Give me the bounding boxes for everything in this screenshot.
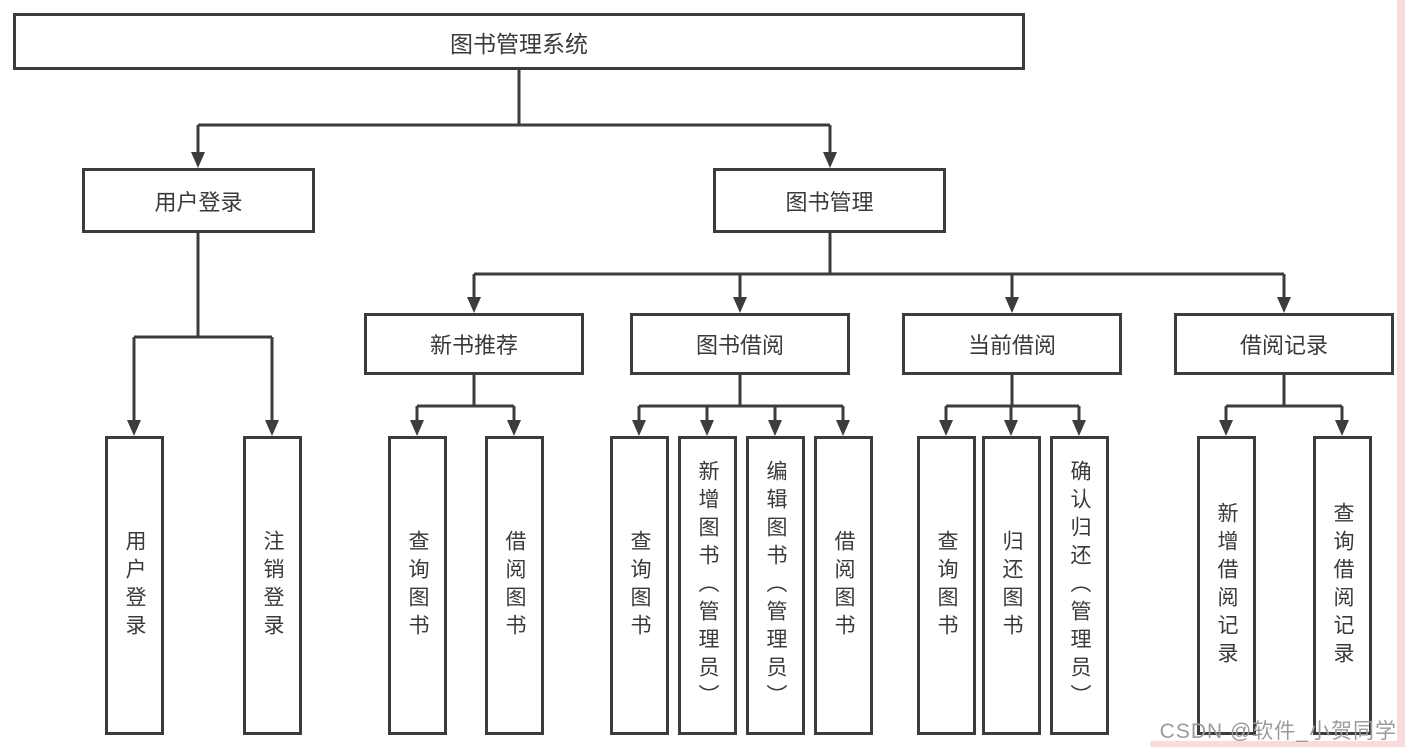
leaf-borrow-book-recommend: 借阅图书 [485,436,544,735]
leaf-user-login: 用户登录 [105,436,164,735]
leaf-query-book-recommend: 查询图书 [388,436,447,735]
leaf-borrow-book: 借阅图书 [814,436,873,735]
node-book-management: 图书管理 [713,168,946,233]
leaf-query-book-borrow: 查询图书 [610,436,669,735]
pink-edge-bottom [1150,741,1405,747]
leaf-return-book: 归还图书 [982,436,1041,735]
leaf-edit-book-admin: 编辑图书（管理员） [746,436,805,735]
leaf-add-borrow-record: 新增借阅记录 [1197,436,1256,735]
leaf-logout: 注销登录 [243,436,302,735]
node-root-system: 图书管理系统 [13,13,1025,70]
leaf-query-book-current: 查询图书 [917,436,976,735]
node-current-borrow: 当前借阅 [902,313,1122,375]
leaf-query-borrow-record: 查询借阅记录 [1313,436,1372,735]
leaf-add-book-admin: 新增图书（管理员） [678,436,737,735]
pink-edge-right [1397,0,1405,747]
node-new-book-recommend: 新书推荐 [364,313,584,375]
csdn-watermark: CSDN @软件_小贺同学 [1159,720,1397,743]
node-user-login: 用户登录 [82,168,315,233]
node-book-borrow: 图书借阅 [630,313,850,375]
leaf-confirm-return-admin: 确认归还（管理员） [1050,436,1109,735]
node-borrow-records: 借阅记录 [1174,313,1394,375]
